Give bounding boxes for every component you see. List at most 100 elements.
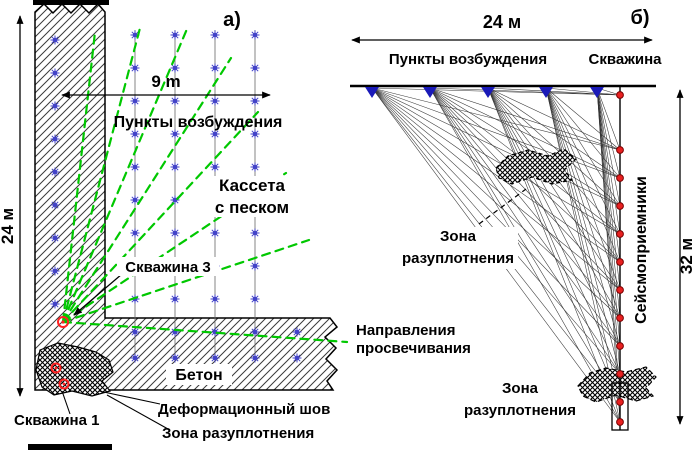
seismic-ray bbox=[596, 87, 621, 151]
star-marker bbox=[130, 63, 140, 73]
receiver-marker bbox=[616, 314, 624, 322]
label-dim-24m-a: 24 м bbox=[0, 208, 17, 244]
seismic-ray bbox=[487, 87, 621, 347]
star-marker bbox=[50, 299, 60, 309]
star-marker bbox=[250, 228, 260, 238]
seismic-ray bbox=[596, 87, 621, 235]
star-marker bbox=[250, 30, 260, 40]
pointer-zone-a bbox=[106, 394, 169, 430]
label-bg-zone-lower bbox=[468, 379, 572, 421]
seismic-ray bbox=[545, 87, 621, 423]
seismic-ray bbox=[545, 87, 621, 207]
star-marker bbox=[292, 353, 302, 363]
seismic-ray bbox=[596, 87, 621, 375]
seismic-ray bbox=[545, 87, 621, 291]
transmission-ray bbox=[61, 320, 349, 344]
label-cassette-line2: с песком bbox=[215, 198, 289, 217]
label-zone-upper-line1: Зона bbox=[440, 228, 477, 245]
decompaction-zone-lower-blob bbox=[577, 366, 657, 403]
star-marker bbox=[250, 261, 260, 271]
label-excitation-points-b: Пункты возбуждения bbox=[389, 51, 547, 68]
star-marker bbox=[170, 162, 180, 172]
seismic-ray bbox=[596, 87, 621, 423]
label-borehole-b: Скважина bbox=[589, 51, 663, 68]
borehole3-ring bbox=[57, 316, 69, 328]
star-marker bbox=[210, 162, 220, 172]
transmission-ray bbox=[61, 238, 311, 324]
transmission-ray bbox=[61, 26, 142, 324]
star-marker bbox=[170, 228, 180, 238]
receiver-marker bbox=[616, 91, 624, 99]
label-dim-24m-b: 24 м bbox=[483, 12, 521, 32]
transmission-ray bbox=[61, 110, 260, 324]
seismic-ray bbox=[487, 87, 621, 319]
star-marker bbox=[50, 200, 60, 210]
label-dim-9m: 9 m bbox=[151, 72, 180, 91]
seismic-ray bbox=[487, 87, 621, 375]
receiver-marker bbox=[616, 418, 624, 426]
label-borehole3: Скважина 3 bbox=[125, 259, 210, 276]
seismic-ray bbox=[371, 87, 621, 319]
seismic-ray bbox=[487, 87, 621, 179]
seismic-ray bbox=[371, 87, 621, 235]
star-marker bbox=[210, 96, 220, 106]
seismic-ray bbox=[429, 87, 621, 207]
star-marker bbox=[250, 129, 260, 139]
seismic-ray bbox=[545, 87, 621, 375]
panel-b-label: б) bbox=[630, 7, 649, 29]
seismic-ray bbox=[596, 87, 621, 263]
seismic-ray bbox=[596, 87, 621, 179]
seismic-ray bbox=[429, 87, 621, 347]
star-marker bbox=[170, 294, 180, 304]
star-marker bbox=[250, 63, 260, 73]
seismic-ray bbox=[429, 87, 621, 179]
star-marker bbox=[130, 353, 140, 363]
shot-point-triangle-icon bbox=[539, 87, 553, 98]
star-marker bbox=[210, 30, 220, 40]
label-cassette-line1: Кассета bbox=[219, 176, 286, 195]
receiver-marker bbox=[616, 202, 624, 210]
star-marker bbox=[130, 195, 140, 205]
receiver-marker bbox=[616, 230, 624, 238]
borehole1-dot bbox=[54, 366, 58, 370]
label-directions-line2: просвечивания bbox=[356, 340, 471, 357]
shot-point-triangle-icon bbox=[481, 87, 495, 98]
star-marker bbox=[50, 167, 60, 177]
star-marker bbox=[250, 162, 260, 172]
seismic-ray bbox=[429, 87, 621, 403]
star-marker bbox=[130, 96, 140, 106]
star-marker bbox=[170, 353, 180, 363]
seismic-ray bbox=[429, 87, 621, 96]
label-dim-32m: 32 м bbox=[677, 238, 696, 274]
label-excitation-points-a: Пункты возбуждения bbox=[114, 114, 283, 131]
pointer-borehole3 bbox=[73, 273, 123, 316]
label-zone-lower-line1: Зона bbox=[502, 380, 539, 397]
seismic-ray-fan bbox=[371, 87, 621, 423]
star-marker bbox=[210, 129, 220, 139]
transmission-ray bbox=[61, 56, 233, 324]
star-marker bbox=[210, 63, 220, 73]
borehole1-ring bbox=[50, 362, 62, 374]
receiver-marker bbox=[616, 342, 624, 350]
star-marker bbox=[210, 228, 220, 238]
panel-a: а) 24 м 9 m Пункты возбуждения Кассета с… bbox=[0, 0, 471, 450]
transmission-ray bbox=[61, 30, 97, 324]
pointer-zone-upper bbox=[478, 188, 527, 225]
seismic-ray bbox=[545, 87, 621, 151]
decompaction-zone-a-blob bbox=[35, 342, 114, 397]
star-marker bbox=[210, 353, 220, 363]
star-marker bbox=[250, 353, 260, 363]
star-marker bbox=[130, 162, 140, 172]
star-marker bbox=[170, 30, 180, 40]
seismic-ray bbox=[371, 87, 621, 291]
label-bg-borehole3 bbox=[117, 257, 219, 276]
label-borehole1: Скважина 1 bbox=[14, 412, 99, 429]
seismic-ray bbox=[596, 87, 621, 347]
star-marker bbox=[170, 129, 180, 139]
star-marker bbox=[250, 96, 260, 106]
star-marker bbox=[50, 101, 60, 111]
label-bg-cassette bbox=[204, 176, 301, 217]
label-directions-line1: Направления bbox=[356, 322, 455, 339]
seismic-ray bbox=[371, 87, 621, 207]
star-marker bbox=[170, 63, 180, 73]
